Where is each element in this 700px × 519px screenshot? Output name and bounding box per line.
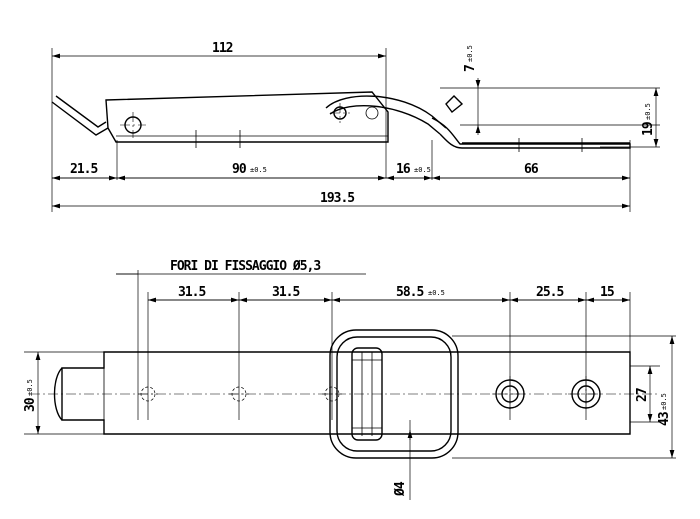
- plan-view: FORI DI FISSAGGIO Ø5,3 31.5 31.5 58.5 ±0…: [23, 259, 676, 500]
- dim-25-5: 25.5: [536, 285, 563, 300]
- dim-27: 27: [635, 388, 650, 402]
- dim-43: 43: [657, 412, 672, 426]
- holes-label: FORI DI FISSAGGIO Ø5,3: [170, 259, 320, 274]
- dim-15: 15: [600, 285, 614, 300]
- dim-31-5-a: 31.5: [178, 285, 205, 300]
- dim-58-5-tol: ±0.5: [428, 289, 445, 297]
- dim-30: 30: [23, 397, 38, 412]
- dim-7-tol: ±0.5: [466, 45, 474, 62]
- countersunk-hole-icon: [568, 376, 604, 412]
- side-view: 112 7 ±0.5 19 ±0.5 21.5 90 ±0.5 16 ±0.5 …: [51, 41, 660, 212]
- countersunk-hole-icon: [492, 376, 528, 412]
- dim-7: 7: [463, 65, 478, 72]
- fixing-hole-icon: [229, 386, 249, 402]
- dim-19-tol: ±0.5: [644, 103, 652, 120]
- dim-16-tol: ±0.5: [414, 166, 431, 174]
- dim-193-5: 193.5: [320, 191, 354, 206]
- dim-21-5: 21.5: [70, 162, 97, 177]
- dim-90-tol: ±0.5: [250, 166, 267, 174]
- fixing-hole-icon: [322, 386, 342, 402]
- dim-90: 90: [232, 162, 247, 177]
- dim-43-tol: ±0.5: [660, 393, 668, 410]
- dim-112: 112: [212, 41, 233, 56]
- dim-58-5: 58.5: [396, 285, 423, 300]
- fixing-hole-icon: [138, 386, 158, 402]
- dim-19: 19: [641, 122, 656, 136]
- dim-pin-dia: Ø4: [393, 481, 408, 497]
- dim-16: 16: [396, 162, 411, 177]
- dim-66: 66: [524, 162, 539, 177]
- roller-icon: [351, 347, 383, 441]
- dim-31-5-b: 31.5: [272, 285, 299, 300]
- dim-30-tol: ±0.5: [26, 379, 34, 396]
